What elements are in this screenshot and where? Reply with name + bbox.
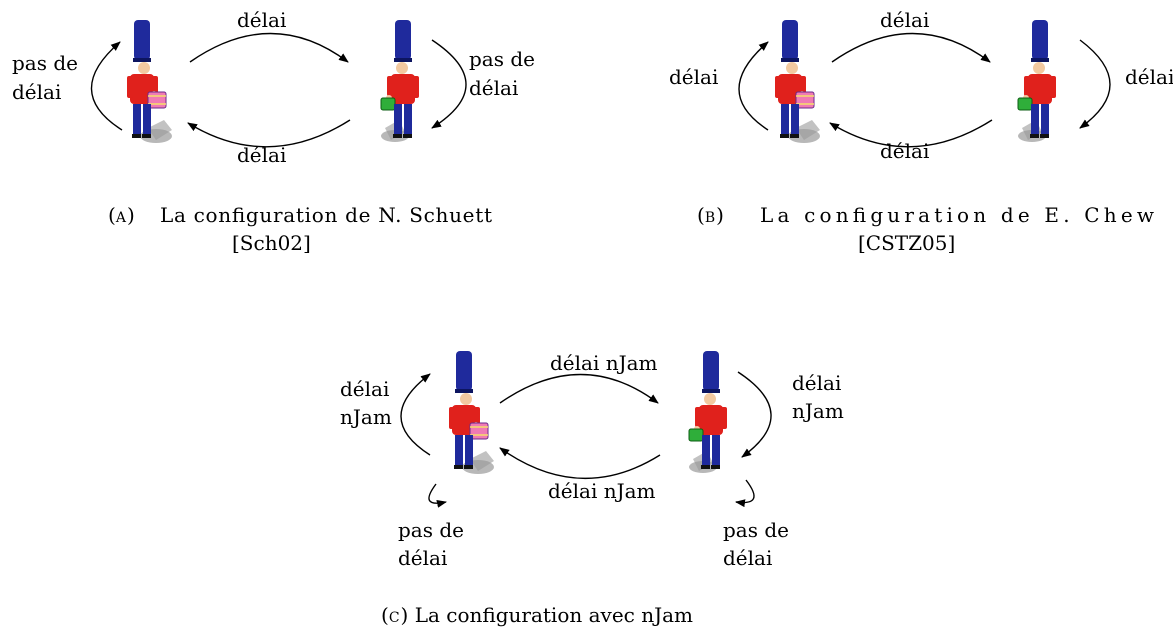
drummer-c-right xyxy=(688,350,728,474)
diagram-c: délai nJam délai nJam délai nJam délai n… xyxy=(340,350,844,627)
arrow-a-self-right xyxy=(431,39,467,129)
label-a-left-1: pas de xyxy=(12,51,78,75)
label-b-left: délai xyxy=(669,65,718,89)
arrow-c-self-bottom-right xyxy=(735,479,755,508)
drummer-b-left xyxy=(774,19,821,144)
label-c-right-1: délai xyxy=(792,371,841,395)
label-a-left-2: délai xyxy=(12,80,61,104)
label-c-top: délai nJam xyxy=(550,351,658,375)
arrow-c-self-left xyxy=(400,373,431,456)
diagram-a: délai délai pas de délai pas de délai (A… xyxy=(12,8,535,255)
label-a-right-2: délai xyxy=(469,76,518,100)
label-b-right: délai xyxy=(1125,65,1173,89)
label-c-bottom-left-2: délai xyxy=(398,546,447,570)
caption-a-line1: (A) xyxy=(108,203,135,227)
caption-b-text: La configuration de E. Chew xyxy=(760,203,1154,227)
label-c-bottom-right-1: pas de xyxy=(723,518,789,542)
arrow-a-self-left xyxy=(90,41,123,131)
label-a-right-1: pas de xyxy=(469,47,535,71)
diagram-b: délai délai délai délai (B) La configura… xyxy=(669,8,1173,255)
arrow-a-top xyxy=(189,32,349,63)
arrow-c-top xyxy=(499,373,659,404)
drummer-c-left xyxy=(448,350,495,475)
arrow-b-self-right xyxy=(1079,39,1111,129)
caption-b-line2: [CSTZ05] xyxy=(858,231,955,255)
arrow-c-self-bottom-left xyxy=(428,483,447,508)
label-a-top: délai xyxy=(237,8,286,32)
caption-a-line2: [Sch02] xyxy=(232,231,311,255)
drummer-a-right xyxy=(380,19,420,143)
label-c-left-1: délai xyxy=(340,377,389,401)
drummer-b-right xyxy=(1017,19,1057,143)
label-c-bottom-left-1: pas de xyxy=(398,518,464,542)
caption-b-line1: (B) xyxy=(697,203,724,227)
label-c-bottom: délai nJam xyxy=(548,479,656,503)
label-b-top: délai xyxy=(880,8,929,32)
drummer-a-left xyxy=(126,19,173,144)
arrow-b-bottom xyxy=(829,119,993,148)
arrow-c-bottom xyxy=(499,447,661,479)
arrow-b-top xyxy=(831,32,991,63)
caption-a-text: La configuration de N. Schuett xyxy=(160,203,492,227)
arrow-a-bottom xyxy=(187,119,351,148)
label-a-bottom: délai xyxy=(237,143,286,167)
label-c-left-2: nJam xyxy=(340,405,392,429)
arrow-b-self-left xyxy=(738,41,769,131)
label-b-bottom: délai xyxy=(880,139,929,163)
arrow-c-self-right xyxy=(737,371,772,458)
label-c-bottom-right-2: délai xyxy=(723,546,772,570)
label-c-right-2: nJam xyxy=(792,399,844,423)
caption-c: (C) La configuration avec nJam xyxy=(381,603,693,627)
